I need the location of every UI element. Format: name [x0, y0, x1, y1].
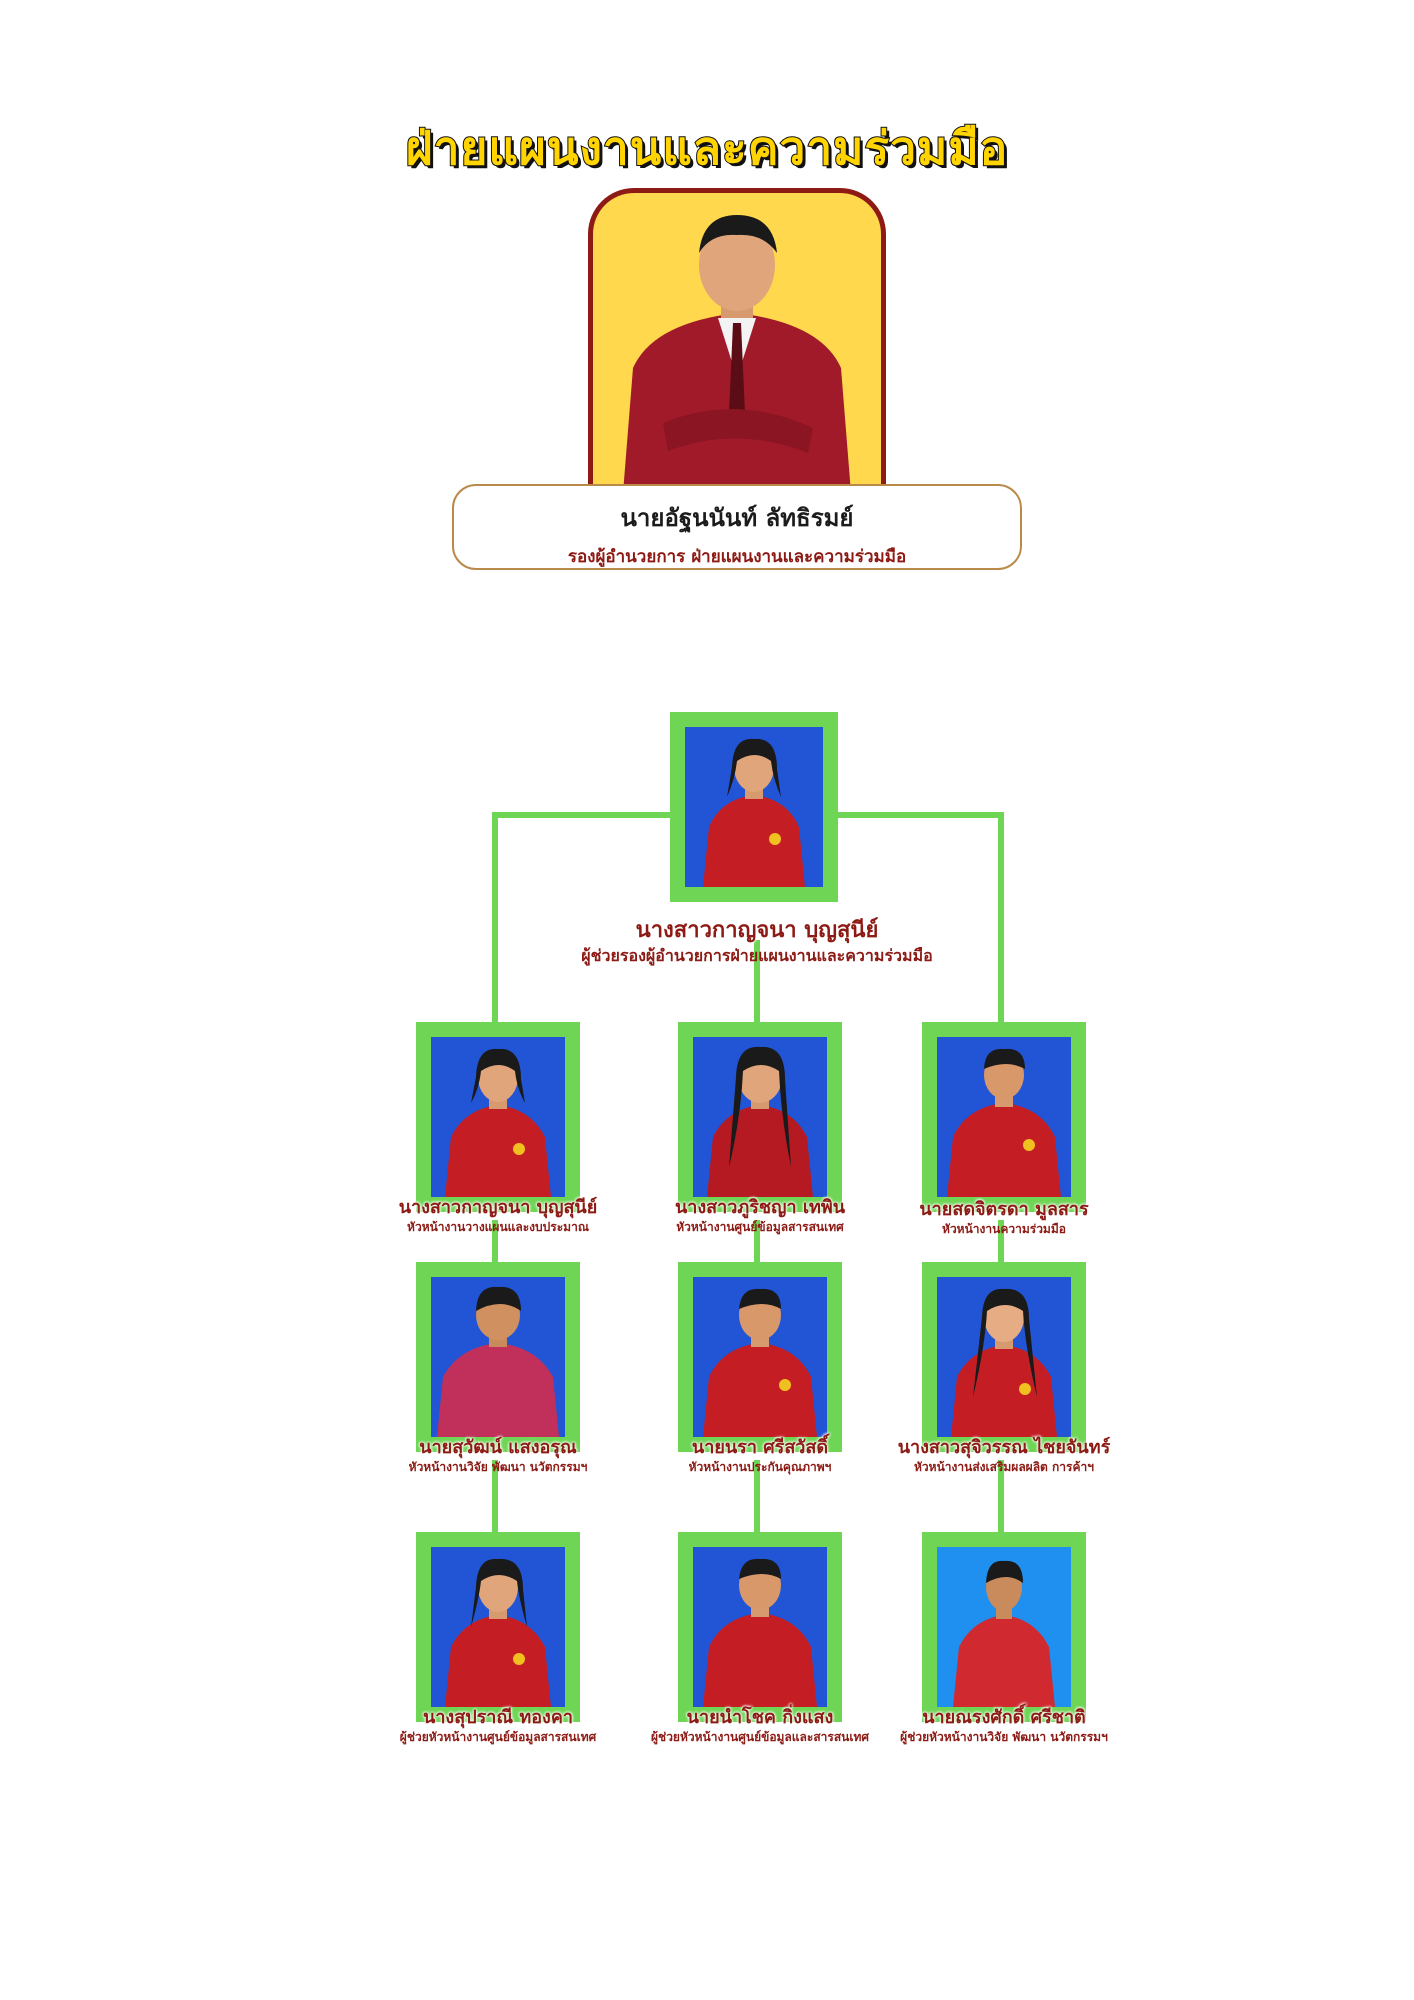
staff-photo-r1c3 — [922, 1022, 1086, 1212]
staff-role-r3c3: ผู้ช่วยหัวหน้างานวิจัย พัฒนา นวัตกรรมฯ — [900, 1730, 1108, 1744]
director-photo-frame — [588, 188, 886, 493]
staff-role-r3c2: ผู้ช่วยหัวหน้างานศูนย์ข้อมูลและสารสนเทศ — [651, 1730, 869, 1744]
staff-name-r1c1: นางสาวกาญจนา บุญสุนีย์ — [398, 1197, 598, 1218]
connector-col3-r1-r2 — [998, 1220, 1004, 1264]
connector-col1-r1-r2 — [492, 1220, 498, 1264]
connector-col2-r2-r3 — [754, 1460, 760, 1540]
staff-photo-r1c2 — [678, 1022, 842, 1212]
staff-role-r2c1: หัวหน้างานวิจัย พัฒนา นวัตกรรมฯ — [408, 1460, 588, 1474]
connector-col1-r2-r3 — [492, 1460, 498, 1540]
staff-photo-r2c2 — [678, 1262, 842, 1452]
staff-name-r3c1: นางสุปราณี ทองคา — [423, 1707, 573, 1728]
staff-role-r1c3: หัวหน้างานความร่วมมือ — [942, 1222, 1066, 1236]
assistant-name: นางสาวกาญจนา บุญสุนีย์ — [635, 918, 879, 943]
staff-name-r3c2: นายนำโชค กิ่งแสง — [686, 1707, 834, 1728]
director-portrait — [623, 215, 851, 493]
staff-photo-r3c2 — [678, 1532, 842, 1722]
staff-name-r2c3: นางสาวสุจิวรรณ ไชยจันทร์ — [897, 1437, 1111, 1458]
staff-name-r2c1: นายสุวัฒน์ แสงอรุณ — [419, 1437, 577, 1458]
staff-photo-r1c1 — [416, 1022, 580, 1212]
staff-photo-r3c1 — [416, 1532, 580, 1722]
staff-role-r1c1: หัวหน้างานวางแผนและงบประมาณ — [407, 1220, 589, 1234]
director-role: รองผู้อำนวยการ ฝ่ายแผนงานและความร่วมมือ — [567, 547, 907, 567]
connector-left-vertical — [492, 812, 498, 1032]
connector-col2-r1-r2 — [754, 1220, 760, 1264]
director-name: นายอัฐนนันท์ ลัทธิรมย์ — [620, 504, 854, 532]
staff-photo-r2c1 — [416, 1262, 580, 1452]
staff-role-r1c2: หัวหน้างานศูนย์ข้อมูลสารสนเทศ — [676, 1220, 844, 1234]
assistant-role: ผู้ช่วยรองผู้อำนวยการฝ่ายแผนงานและความร่… — [581, 946, 933, 965]
staff-name-r1c3: นายสดจิตรดา มูลสาร — [919, 1199, 1089, 1220]
staff-photo-r3c3 — [922, 1532, 1086, 1722]
page-title: ฝ่ายแผนงานและความร่วมมือ — [405, 120, 1009, 176]
assistant-photo — [670, 712, 838, 902]
connector-right-vertical — [998, 812, 1004, 1032]
staff-role-r2c2: หัวหน้างานประกันคุณภาพฯ — [688, 1460, 832, 1474]
staff-role-r3c1: ผู้ช่วยหัวหน้างานศูนย์ข้อมูลสารสนเทศ — [399, 1730, 597, 1744]
connector-col3-r2-r3 — [998, 1460, 1004, 1540]
staff-name-r1c2: นางสาวภูริชญา เทพิน — [674, 1197, 846, 1218]
connector-center-vertical — [754, 940, 760, 1032]
staff-name-r3c3: นายณรงศักดิ์ ศรีชาติ — [922, 1707, 1086, 1728]
staff-photo-r2c3 — [922, 1262, 1086, 1452]
director-caption-card: นายอัฐนนันท์ ลัทธิรมย์ รองผู้อำนวยการ ฝ่… — [452, 484, 1022, 570]
staff-role-r2c3: หัวหน้างานส่งเสริมผลผลิต การค้าฯ — [914, 1460, 1094, 1474]
staff-name-r2c2: นายนรา ศรีสวัสดิ์ — [691, 1437, 829, 1458]
